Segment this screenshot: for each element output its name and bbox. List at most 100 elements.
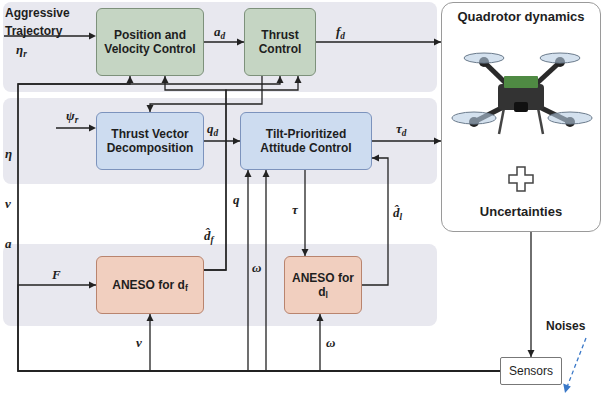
process-box: Thrust Control [244, 8, 316, 76]
control-band [3, 2, 437, 92]
arrow-head [563, 384, 571, 393]
connector [316, 39, 441, 46]
noise-line [567, 338, 586, 387]
arrow-head [127, 76, 134, 83]
arrow-head [147, 105, 154, 112]
signal-label: d̂f [204, 228, 214, 243]
process-box: Position and Velocity Control [96, 8, 204, 76]
signal-label: ηr [16, 42, 27, 57]
process-box: Thrust Vector Decomposition [96, 112, 204, 170]
input-label: Aggressive Trajectory [5, 6, 70, 38]
arrow-head [277, 76, 284, 83]
box-title: Thrust Vector Decomposition [102, 127, 198, 155]
connector-line [320, 314, 500, 371]
label-holder: ηr [16, 40, 27, 58]
noise-label: Noises [546, 319, 585, 333]
arrow-head [434, 39, 441, 46]
connector [362, 155, 388, 286]
plant-ground [441, 2, 601, 232]
connector [18, 282, 500, 372]
label-holder: ω [252, 258, 261, 276]
signal-label: ω [326, 335, 335, 350]
connector [18, 76, 500, 371]
quadrotor-illustration [452, 53, 592, 134]
arrow-head [89, 282, 96, 289]
label-holder: ψr [66, 106, 78, 124]
arrow-head [434, 138, 441, 145]
box-title: Position and Velocity Control [102, 28, 198, 56]
box-text: Uncertainties [480, 204, 562, 219]
signal-label: v [136, 335, 142, 350]
connector-line [204, 76, 298, 270]
box-title: Tilt-Prioritized Attitude Control [246, 127, 366, 155]
label-holder: τ [292, 200, 298, 218]
signal-label: τ [292, 202, 298, 217]
arrow-head [302, 249, 309, 256]
connector [372, 138, 441, 145]
connector-line [530, 232, 531, 357]
observer-box: ANESO for df [96, 256, 204, 314]
connector [162, 76, 227, 270]
drone-leg [499, 108, 504, 134]
connector-line [165, 76, 226, 270]
control-band [3, 98, 437, 184]
drone-propeller [452, 112, 496, 124]
connector-line [150, 314, 500, 371]
label-holder: v [5, 194, 11, 212]
connector-line [18, 76, 500, 371]
signal-label: fd [336, 24, 345, 39]
connector-line [18, 76, 500, 371]
drone-propeller [464, 53, 504, 63]
label-holder: Aggressive Trajectory [5, 3, 93, 39]
label-holder: Noises [546, 316, 585, 334]
drone-board [504, 76, 538, 88]
signal-label: a [5, 236, 12, 251]
arrow-head [233, 138, 240, 145]
label-holder: ad [214, 22, 225, 40]
label-holder: d̂f [204, 226, 214, 244]
connector [147, 76, 263, 112]
signal-label: q [233, 192, 240, 207]
arrow-head [528, 350, 535, 357]
label-holder: d̂l [393, 203, 402, 221]
label-holder: q [233, 190, 240, 208]
arrow-head [147, 314, 154, 321]
signal-label: τd [396, 121, 406, 136]
arrow-head [372, 155, 379, 162]
box-title: Sensors [509, 364, 553, 378]
arrow-head [89, 125, 96, 132]
connector [317, 314, 501, 371]
signal-label: η [5, 146, 12, 161]
process-box: Tilt-Prioritized Attitude Control [240, 112, 372, 170]
connector-line [372, 140, 441, 141]
connector-line [248, 170, 500, 371]
arrow-head [237, 39, 244, 46]
signal-label: ψr [66, 108, 78, 123]
noise-arrow [563, 338, 586, 393]
signal-label: d̂l [393, 205, 402, 220]
arrow-head [162, 76, 169, 83]
plus-symbol [509, 167, 533, 191]
connector [18, 76, 500, 371]
connector [263, 170, 501, 371]
label-holder: qd [207, 119, 218, 137]
connector-line [316, 41, 441, 42]
box-title: ANESO for dl [290, 271, 356, 299]
connector [204, 138, 240, 145]
label-holder: fd [336, 22, 345, 40]
input-line [56, 127, 90, 128]
sensor-box: Sensors [500, 357, 562, 385]
box-title: Quadrotor dynamics [457, 9, 584, 24]
label-holder: τd [396, 119, 406, 137]
signal-label: qd [207, 121, 218, 136]
label-holder: v [136, 333, 142, 351]
arrow-head [263, 170, 270, 177]
connector [528, 232, 535, 357]
drone-leg [538, 108, 543, 134]
plant-box: Quadrotor dynamicsUncertainties [441, 2, 601, 232]
signal-label: F [52, 267, 61, 282]
label-holder: F [52, 265, 61, 283]
